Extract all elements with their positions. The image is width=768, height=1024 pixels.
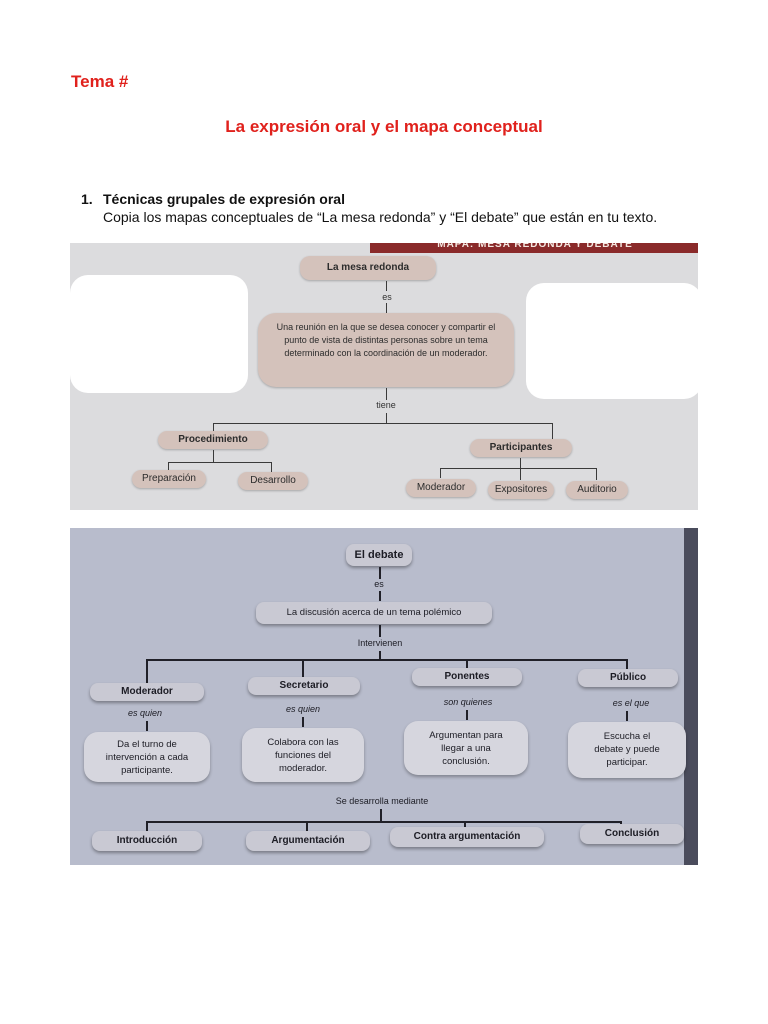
node-expositores: Expositores — [488, 481, 554, 499]
connector-line — [440, 468, 441, 478]
link-desarrolla: Se desarrolla mediante — [302, 796, 462, 806]
connector-line — [168, 462, 169, 470]
stage-introduccion: Introducción — [92, 831, 202, 851]
blank-box-right — [526, 283, 698, 399]
connector-line — [386, 303, 387, 313]
connector-line — [466, 710, 468, 720]
connector-line — [386, 388, 387, 400]
node-desarrollo: Desarrollo — [238, 472, 308, 490]
connector-line — [146, 659, 628, 661]
connector-line — [380, 809, 382, 821]
node-definicion-mesa: Una reunión en la que se desea conocer y… — [258, 313, 514, 387]
connector-line — [596, 468, 597, 480]
role-secretario: Secretario — [248, 677, 360, 695]
link-role-2: es quien — [268, 704, 338, 714]
link-intervienen: Intervienen — [350, 638, 410, 648]
link-role-4: es el que — [596, 698, 666, 708]
connector-line — [302, 659, 304, 679]
node-definicion-debate: La discusión acerca de un tema polémico — [256, 602, 492, 624]
connector-line — [213, 423, 214, 431]
connector-line — [146, 821, 148, 831]
connector-line — [146, 659, 148, 685]
node-mesa-redonda: La mesa redonda — [300, 256, 436, 280]
role-publico: Público — [578, 669, 678, 687]
connector-line — [146, 721, 148, 731]
link-role-1: es quien — [110, 708, 180, 718]
tema-label: Tema # — [71, 72, 128, 92]
desc-ponentes: Argumentan para llegar a una conclusión. — [404, 721, 528, 775]
connector-line — [379, 651, 381, 659]
node-procedimiento: Procedimiento — [158, 431, 268, 449]
section-heading: Técnicas grupales de expresión oral — [103, 190, 681, 208]
connector-line — [626, 711, 628, 721]
node-preparacion: Preparación — [132, 470, 206, 488]
stage-contra-argumentacion: Contra argumentación — [390, 827, 544, 847]
connector-line — [168, 462, 272, 463]
node-el-debate: El debate — [346, 544, 412, 566]
desc-secretario: Colabora con las funciones del moderador… — [242, 728, 364, 782]
connector-line — [520, 468, 521, 480]
connector-line — [213, 450, 214, 462]
connector-line — [146, 821, 622, 823]
connector-line — [386, 281, 387, 291]
connector-line — [379, 567, 381, 579]
section-1: 1. Técnicas grupales de expresión oral C… — [81, 190, 681, 226]
node-auditorio: Auditorio — [566, 481, 628, 499]
photo-edge — [684, 528, 698, 865]
page-title: La expresión oral y el mapa conceptual — [0, 117, 768, 137]
link-tiene: tiene — [366, 400, 406, 410]
link-es: es — [370, 292, 404, 302]
node-moderador: Moderador — [406, 479, 476, 497]
stage-conclusion: Conclusión — [580, 824, 684, 844]
connector-line — [440, 468, 596, 469]
connector-line — [386, 413, 387, 423]
desc-moderador: Da el turno de intervención a cada parti… — [84, 732, 210, 782]
role-moderador: Moderador — [90, 683, 204, 701]
link-role-3: son quienes — [428, 697, 508, 707]
connector-line — [271, 462, 272, 472]
connector-line — [306, 821, 308, 831]
connector-line — [302, 717, 304, 727]
mesa-redonda-map-photo: MAPA: MESA REDONDA Y DEBATE La mesa redo… — [70, 243, 698, 510]
connector-line — [520, 458, 521, 468]
stage-argumentacion: Argumentación — [246, 831, 370, 851]
map-banner: MAPA: MESA REDONDA Y DEBATE — [370, 243, 698, 253]
section-number: 1. — [81, 190, 93, 208]
role-ponentes: Ponentes — [412, 668, 522, 686]
desc-publico: Escucha el debate y puede participar. — [568, 722, 686, 778]
section-instruction: Copia los mapas conceptuales de “La mesa… — [103, 208, 681, 226]
link-es: es — [364, 579, 394, 589]
debate-map-photo: El debate es La discusión acerca de un t… — [70, 528, 698, 865]
connector-line — [552, 423, 553, 439]
connector-line — [379, 591, 381, 601]
node-participantes: Participantes — [470, 439, 572, 457]
blank-box-left — [70, 275, 248, 393]
connector-line — [213, 423, 553, 424]
connector-line — [379, 625, 381, 637]
